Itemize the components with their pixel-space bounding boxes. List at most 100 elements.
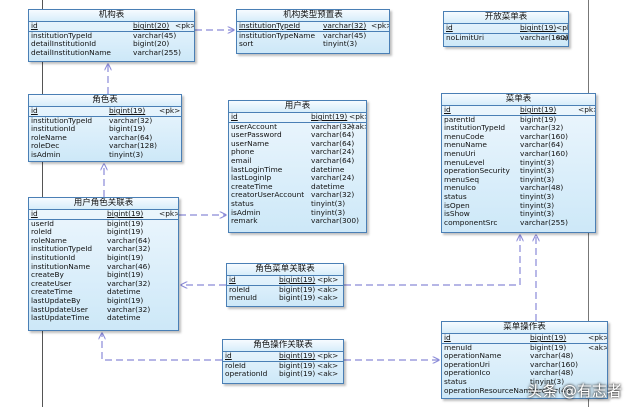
field-type: varchar(24): [311, 173, 355, 183]
field-name: operationIco: [444, 368, 491, 378]
field-type: bigint(19): [520, 23, 557, 32]
field-type: bigint(20): [133, 39, 170, 49]
entity-caidan[interactable]: 菜单表idbigint(19)<pk>parentIdbigint(19)ins…: [441, 93, 596, 233]
field-name: phone: [231, 147, 255, 157]
watermark: 头条 @有志者: [527, 382, 622, 400]
field-name: menuSeq: [444, 174, 480, 184]
field-type: varchar(48): [520, 183, 564, 193]
field-name: detailInstitutionName: [31, 47, 111, 57]
field-name: status: [231, 198, 254, 208]
field-key: <pk>: [159, 209, 179, 218]
rel-roleop-to-role: [102, 333, 222, 361]
entity-title: 开放菜单表: [444, 12, 568, 24]
field-name: isAdmin: [31, 149, 61, 159]
field-name: id: [229, 275, 236, 284]
field-name: id: [31, 209, 38, 218]
field-type: varchar(300): [311, 216, 359, 226]
field-type: tinyint(3): [520, 174, 555, 184]
field-type: varchar(160): [520, 32, 568, 42]
field-row: detailInstitutionId bigint(20): [29, 40, 194, 49]
field-row: menuSeq tinyint(3): [442, 174, 595, 185]
field-key: <ak>: [317, 360, 339, 370]
field-name: roleId: [229, 284, 250, 294]
entity-jigouleixing[interactable]: 机构类型预置表institutionTypeIdvarchar(32)<pk>i…: [236, 9, 390, 54]
field-name: menuId: [229, 293, 257, 303]
field-type: datetime: [107, 313, 141, 323]
field-type: varchar(46): [107, 261, 151, 271]
entity-title: 用户角色关联表: [29, 198, 178, 210]
field-type: datetime: [311, 164, 345, 174]
field-name: createTime: [31, 287, 73, 297]
field-name: id: [31, 21, 38, 30]
field-type: bigint(19): [107, 270, 144, 280]
field-key: <ak>: [317, 284, 339, 294]
field-type: bigint(19): [311, 112, 348, 121]
field-key: <ak>: [317, 293, 339, 303]
field-name: roleId: [31, 227, 52, 237]
field-type: bigint(19): [109, 106, 146, 115]
field-name: id: [444, 105, 451, 114]
entity-yonghu[interactable]: 用户表idbigint(19)<pk>userAccountvarchar(32…: [228, 100, 367, 233]
field-key: <pk>: [371, 21, 389, 30]
field-name: institutionTypeId: [31, 30, 93, 40]
field-type: varchar(45): [323, 30, 367, 40]
field-name: userPassword: [231, 130, 282, 140]
field-type: tinyint(3): [520, 157, 555, 167]
entity-title: 角色操作关联表: [223, 340, 343, 352]
field-key: <ak>: [556, 32, 568, 42]
field-name: institutionTypeName: [239, 30, 316, 40]
field-name: status: [444, 191, 467, 201]
field-type: bigint(19): [107, 227, 144, 237]
field-type: bigint(19): [520, 114, 557, 124]
field-name: detailInstitutionId: [31, 39, 97, 49]
field-type: varchar(64): [520, 140, 564, 150]
field-type: varchar(32): [520, 123, 564, 133]
entity-title: 用户表: [229, 101, 366, 113]
field-type: varchar(32): [109, 115, 153, 125]
field-type: varchar(32): [311, 121, 355, 131]
field-key: <ak>: [349, 121, 366, 131]
field-name: parentId: [444, 114, 476, 124]
field-name: lastUpdateTime: [31, 313, 90, 323]
entity-title: 菜单表: [442, 94, 595, 106]
field-type: varchar(64): [311, 138, 355, 148]
entity-title: 角色菜单关联表: [227, 264, 343, 276]
field-key: <pk>: [578, 105, 595, 114]
field-type: tinyint(3): [311, 207, 346, 217]
field-name: id: [31, 106, 38, 115]
field-type: datetime: [107, 287, 141, 297]
field-name: creatorUserAccount: [231, 190, 305, 200]
field-name: menuName: [444, 140, 487, 150]
field-type: varchar(32): [107, 278, 151, 288]
field-row: parentId bigint(19): [442, 114, 595, 125]
field-name: menuUri: [444, 148, 476, 158]
entity-kaifang[interactable]: 开放菜单表idbigint(19)<pk>noLimitUrivarchar(1…: [443, 11, 569, 47]
